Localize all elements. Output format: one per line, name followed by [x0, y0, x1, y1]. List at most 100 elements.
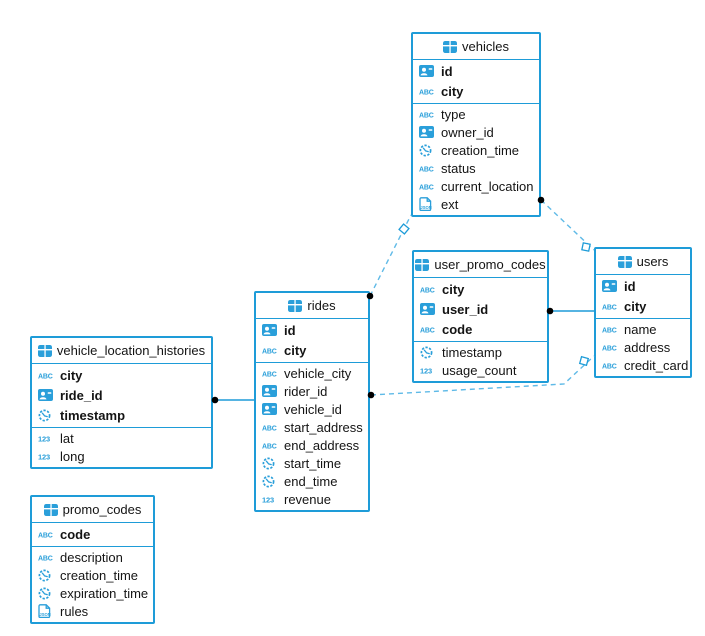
uuid-icon — [602, 280, 619, 292]
uuid-icon — [262, 403, 279, 415]
column-name: end_time — [284, 473, 338, 489]
column-name: id — [624, 278, 636, 294]
column-name: timestamp — [60, 407, 126, 423]
timestamp-icon — [262, 475, 279, 488]
relationship-vehicle_location_histories-rides[interactable] — [211, 396, 254, 404]
column-name: name — [624, 321, 657, 337]
svg-text:ABC: ABC — [602, 363, 617, 369]
column-name: description — [60, 549, 123, 565]
table-name: users — [636, 254, 669, 269]
cardinality-square-marker — [581, 242, 591, 252]
column-name: user_id — [442, 301, 489, 317]
column-name: code — [60, 526, 91, 542]
svg-text:ABC: ABC — [262, 371, 277, 377]
timestamp-icon — [38, 409, 55, 422]
column-row: 123 revenue — [256, 490, 368, 508]
json-icon: JSON — [419, 197, 436, 211]
table-header: user_promo_codes — [414, 252, 547, 278]
column-name: owner_id — [441, 124, 494, 140]
string-icon: ABC — [602, 361, 619, 369]
column-row: ABC name — [596, 320, 690, 338]
column-name: city — [442, 281, 465, 297]
cardinality-square-marker — [578, 355, 590, 367]
relationship-user_promo_codes-users[interactable] — [546, 307, 594, 315]
svg-text:JSON: JSON — [39, 612, 50, 617]
svg-text:123: 123 — [38, 434, 50, 442]
svg-text:ABC: ABC — [262, 348, 277, 354]
table-header: rides — [256, 293, 368, 319]
svg-text:123: 123 — [262, 495, 274, 503]
relationship-rides-vehicles[interactable] — [366, 214, 412, 300]
relationship-vehicles-users[interactable] — [537, 196, 595, 252]
table-header: users — [596, 249, 690, 275]
column-name: revenue — [284, 491, 331, 507]
column-name: usage_count — [442, 362, 517, 378]
column-row: id — [413, 61, 539, 81]
svg-text:ABC: ABC — [602, 345, 617, 351]
column-row: id — [596, 276, 690, 296]
svg-text:ABC: ABC — [419, 89, 434, 95]
uuid-icon — [262, 385, 279, 397]
column-name: address — [624, 339, 671, 355]
svg-text:ABC: ABC — [262, 443, 277, 449]
column-row: ride_id — [32, 385, 211, 405]
column-row: owner_id — [413, 123, 539, 141]
table-icon — [617, 255, 632, 268]
column-row: end_time — [256, 472, 368, 490]
svg-text:ABC: ABC — [38, 532, 53, 538]
svg-text:ABC: ABC — [38, 373, 53, 379]
column-row: timestamp — [414, 343, 547, 361]
column-name: rules — [60, 603, 89, 619]
string-icon: ABC — [420, 325, 437, 333]
column-name: creation_time — [441, 142, 520, 158]
string-icon: ABC — [38, 530, 55, 538]
string-icon: ABC — [262, 369, 279, 377]
column-row: start_time — [256, 454, 368, 472]
column-name: city — [441, 83, 464, 99]
column-name: start_address — [284, 419, 363, 435]
column-row: ABC vehicle_city — [256, 364, 368, 382]
cardinality-square-marker — [398, 223, 410, 235]
timestamp-icon — [262, 457, 279, 470]
column-name: id — [441, 63, 453, 79]
column-row: id — [256, 320, 368, 340]
column-name: end_address — [284, 437, 360, 453]
svg-text:ABC: ABC — [419, 112, 434, 118]
column-row: ABC city — [596, 296, 690, 316]
table-name: rides — [307, 298, 336, 313]
timestamp-icon — [38, 569, 55, 582]
svg-text:ABC: ABC — [420, 327, 435, 333]
uuid-icon — [419, 65, 436, 77]
string-icon: ABC — [262, 441, 279, 449]
column-row: timestamp — [32, 405, 211, 425]
column-name: city — [60, 367, 83, 383]
string-icon: ABC — [602, 325, 619, 333]
svg-text:JSON: JSON — [420, 205, 431, 210]
string-icon: ABC — [419, 87, 436, 95]
timestamp-icon — [420, 346, 437, 359]
svg-text:ABC: ABC — [602, 304, 617, 310]
column-name: city — [624, 298, 647, 314]
string-icon: ABC — [602, 302, 619, 310]
column-name: id — [284, 322, 296, 338]
column-name: status — [441, 160, 476, 176]
string-icon: ABC — [420, 285, 437, 293]
column-name: vehicle_city — [284, 365, 352, 381]
table-header: promo_codes — [32, 497, 153, 523]
